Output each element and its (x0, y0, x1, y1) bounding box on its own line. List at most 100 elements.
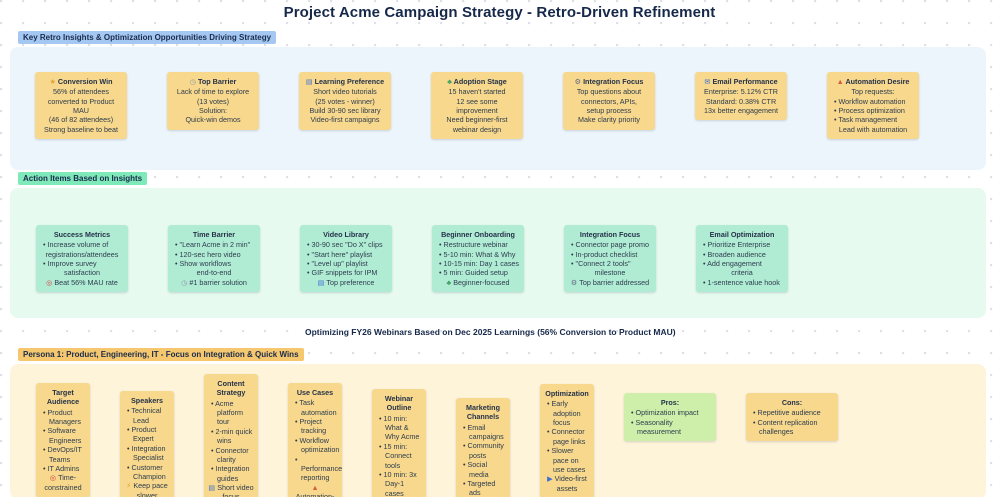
sticky-note[interactable]: Use Cases • Task automation• Project tra… (288, 383, 342, 497)
sticky-line: • Restructure webinar (439, 240, 508, 250)
sticky-line: • Repetitive audience (753, 408, 821, 418)
sticky-line: • Acme platform tour (211, 398, 243, 427)
sticky-title: ⚙ Integration Focus (574, 77, 644, 86)
sticky-line: • IT Admins (43, 463, 80, 473)
sticky-line: Need beginner-first (446, 115, 508, 125)
section-action-items: Action Items Based on Insights Success M… (10, 168, 986, 318)
sticky-note[interactable]: Target Audience • Product Managers• Soft… (36, 383, 90, 497)
video-icon: ▶ (547, 474, 555, 484)
sticky-line: Strong baseline to beat (44, 124, 118, 134)
section-label-action-items[interactable]: Action Items Based on Insights (18, 172, 148, 185)
sticky-line: • Project tracking (295, 417, 327, 436)
sticky-line: 56% of attendees (53, 87, 109, 97)
integration-link-icon: ⚙ (574, 77, 584, 86)
sticky-line: • "Learn Acme in 2 min" (175, 240, 251, 250)
sticky-line: • "Connect 2 tools" (571, 259, 631, 269)
sticky-note[interactable]: Marketing Channels • Email campaigns• Co… (456, 398, 510, 497)
sticky-line: • Integration guides (211, 464, 250, 483)
sticky-line: • Slower pace on use cases (547, 446, 586, 474)
sticky-line: • 120-sec hero video (175, 249, 241, 259)
sticky-note[interactable]: Integration Focus • Connector page promo… (564, 225, 656, 293)
sticky-line: • Show workflows (175, 259, 232, 269)
sticky-line: (25 votes - winner) (315, 96, 375, 106)
frame-persona-1[interactable]: Target Audience • Product Managers• Soft… (10, 364, 986, 497)
sticky-line: • Product Managers (43, 407, 81, 427)
sticky-title: Cons: (781, 398, 803, 407)
sticky-line: Top questions about (576, 87, 642, 97)
sticky-line: • Task automation (295, 398, 337, 417)
section-key-retro-insights: Key Retro Insights & Optimization Opport… (10, 27, 986, 170)
sticky-title: Email Optimization (709, 230, 775, 239)
sticky-note[interactable]: Optimization • Early adoption focus• Con… (540, 384, 594, 497)
sticky-note[interactable]: Speakers • Technical Lead• Product Exper… (120, 391, 174, 497)
sticky-line: • Performance reporting (295, 454, 343, 483)
sticky-title: ★ Conversion Win (49, 77, 113, 86)
sticky-line: ⚙ Top barrier addressed (570, 277, 650, 287)
section-label-persona-1[interactable]: Persona 1: Product, Engineering, IT - Fo… (18, 348, 304, 361)
sticky-line: • 10 min: What & Why Acme (379, 413, 420, 442)
sticky-title: Target Audience (46, 388, 80, 407)
board-title: Project Acme Campaign Strategy - Retro-D… (283, 4, 716, 21)
section-label-key-retro-insights[interactable]: Key Retro Insights & Optimization Opport… (18, 31, 277, 44)
sticky-line: Standard: 0.38% CTR (705, 96, 777, 106)
sticky-row-persona: Target Audience • Product Managers• Soft… (10, 364, 986, 497)
sticky-title: Content Strategy (216, 379, 246, 398)
lightning-icon: ⚡ (126, 481, 134, 491)
sticky-line: • Software Engineers (43, 426, 82, 445)
sticky-line: • 10-15 min: Day 1 cases (439, 259, 520, 269)
tree-icon: ♣ (446, 277, 454, 287)
sticky-note[interactable]: Beginner Onboarding • Restructure webina… (432, 225, 524, 293)
sticky-line: • Customer Champion (127, 462, 166, 481)
sticky-note[interactable]: Time Barrier • "Learn Acme in 2 min"• 12… (168, 225, 260, 293)
hourglass-icon: ◷ (181, 277, 190, 287)
sticky-title: Beginner Onboarding (441, 230, 515, 239)
sticky-note[interactable]: ✉ Email Performance Enterprise: 5.12% CT… (695, 72, 787, 121)
sticky-line: setup process (586, 106, 632, 116)
sticky-note[interactable]: ◷ Top Barrier Lack of time to explore(13… (167, 72, 259, 130)
sticky-note[interactable]: Cons: • Repetitive audience• Content rep… (746, 393, 838, 442)
sticky-title: ♣ Adoption Stage (447, 77, 507, 86)
sticky-line: (13 votes) (197, 96, 229, 106)
sticky-line: • Early adoption focus (547, 399, 581, 428)
sticky-note[interactable]: ▤ Learning Preference Short video tutori… (299, 72, 391, 130)
sticky-note[interactable]: Pros: • Optimization impact• Seasonality… (624, 393, 716, 442)
sticky-line: • Improve survey (43, 259, 97, 269)
sticky-line: • In-product checklist (571, 249, 638, 259)
sticky-title: Time Barrier (192, 230, 236, 239)
hourglass-icon: ◷ (189, 77, 199, 86)
sticky-line: webinar design (452, 124, 502, 134)
sticky-line: • Increase volume of (43, 240, 109, 250)
sticky-line: • Product Expert (127, 425, 157, 444)
sticky-line: ◷ #1 barrier solution (181, 277, 247, 287)
sticky-line: • Connector clarity (211, 445, 249, 464)
sticky-title: Use Cases (296, 388, 334, 397)
sticky-line: • "Start here" playlist (307, 249, 373, 259)
sticky-note[interactable]: Email Optimization • Prioritize Enterpri… (696, 225, 788, 293)
sticky-note[interactable]: Video Library • 30-90 sec "Do X" clips• … (300, 225, 392, 293)
sticky-line: ▤ Top preference (317, 277, 375, 287)
sticky-line: milestone (594, 268, 626, 278)
sticky-note[interactable]: Content Strategy • Acme platform tour• 2… (204, 374, 258, 497)
sticky-title: Webinar Outline (384, 394, 414, 413)
sticky-line: • Technical Lead (127, 406, 162, 425)
sticky-line: • Content replication challenges (753, 417, 818, 437)
sticky-line: ◎ Beat 56% MAU rate (46, 277, 118, 287)
integration-link-icon: ⚙ (570, 277, 580, 287)
sticky-note[interactable]: ▲ Automation Desire Top requests:• Workf… (827, 72, 919, 140)
sticky-line: • Targeted ads (463, 478, 496, 497)
sticky-line: • Social media (463, 460, 489, 479)
sticky-title: Pros: (660, 398, 680, 407)
sticky-line: ◎ Time-constrained (44, 473, 82, 492)
sticky-line: • Workflow optimization (295, 435, 340, 455)
sticky-line: Short video tutorials (313, 87, 377, 97)
sticky-line: Build 30-90 sec library (309, 106, 381, 116)
sticky-note[interactable]: Webinar Outline • 10 min: What & Why Acm… (372, 389, 426, 497)
